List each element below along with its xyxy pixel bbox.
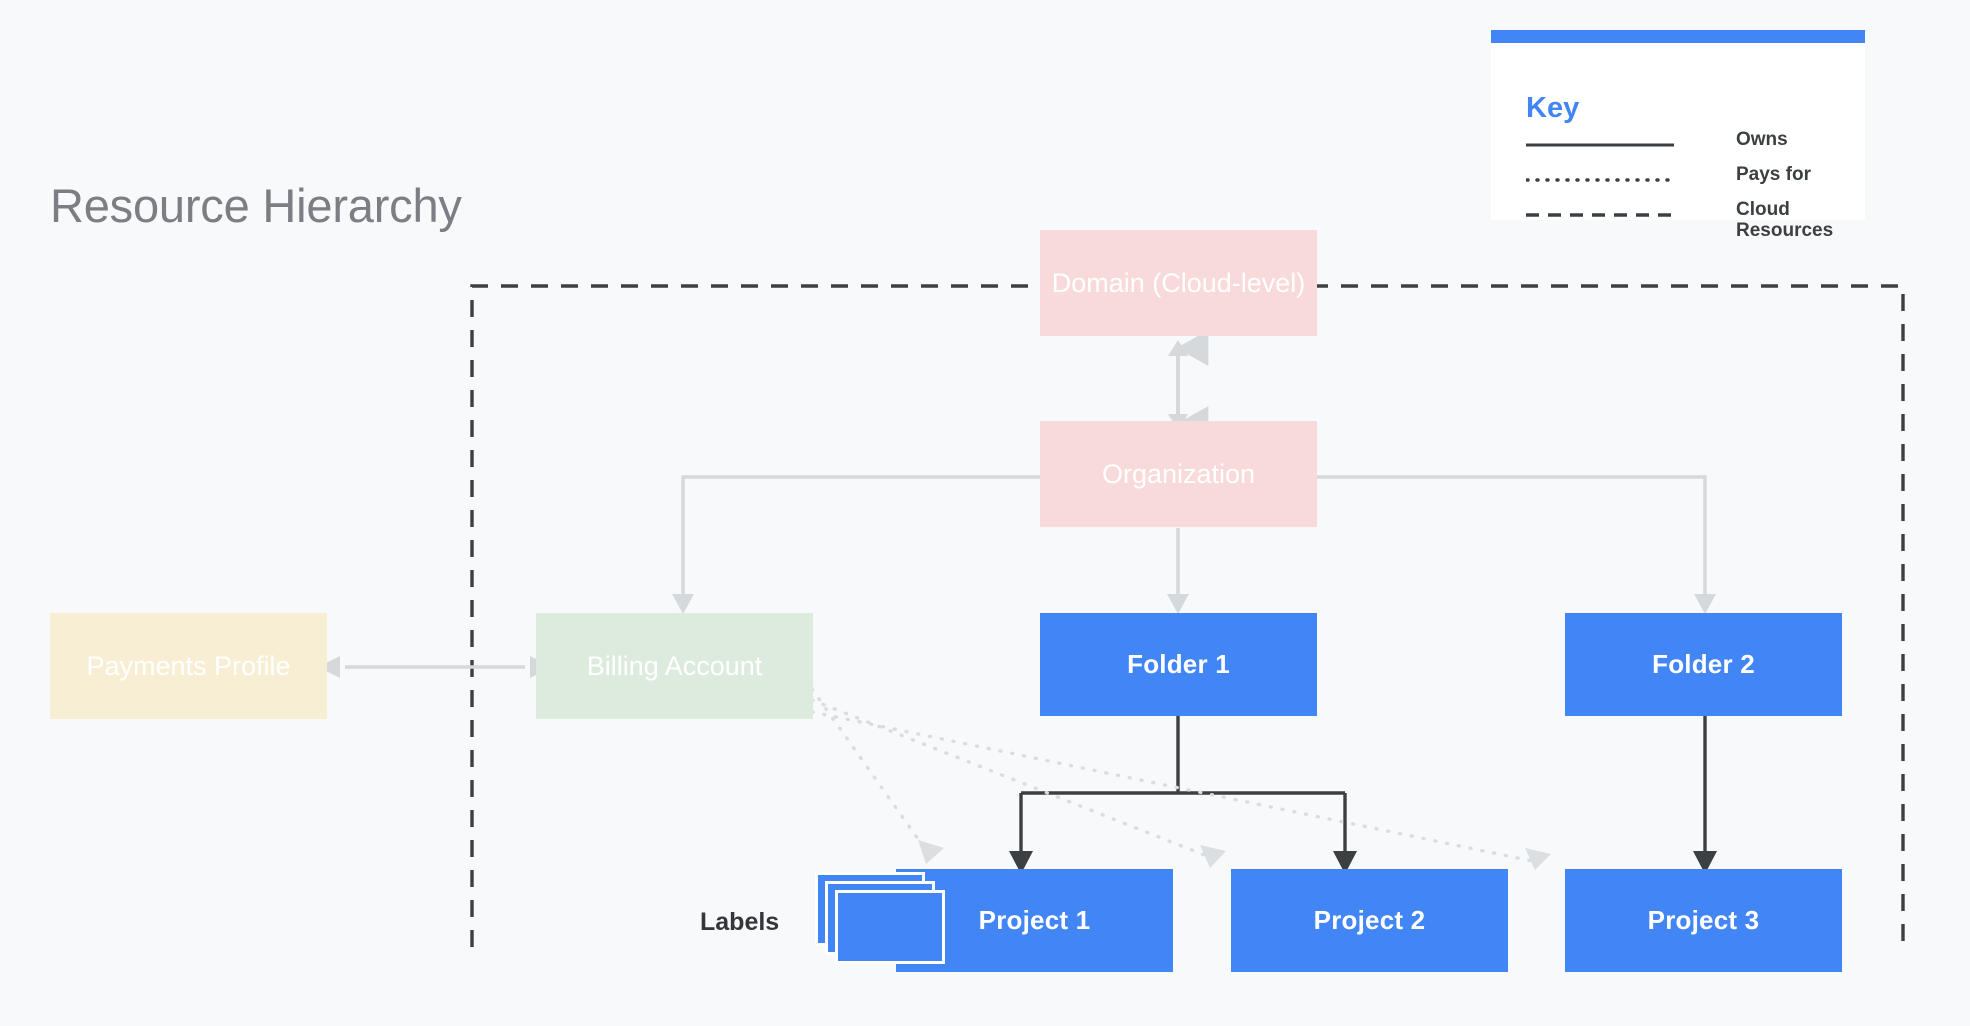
key-label-cloud-resources: Cloud Resources bbox=[1736, 199, 1834, 241]
edge-payments-billing bbox=[318, 656, 552, 678]
node-project-3[interactable]: Project 3 bbox=[1565, 869, 1842, 972]
solid-line-icon bbox=[1526, 142, 1674, 147]
page-title: Resource Hierarchy bbox=[50, 179, 462, 232]
edge-domain-organization bbox=[1168, 330, 1209, 442]
node-billing-account[interactable]: Billing Account bbox=[536, 613, 813, 719]
key-label-owns: Owns bbox=[1736, 129, 1788, 150]
dotted-line-icon bbox=[1526, 177, 1674, 182]
cloud-resources-boundary bbox=[470, 284, 1905, 947]
edge-folder1-projects bbox=[1009, 716, 1357, 874]
node-project-2[interactable]: Project 2 bbox=[1231, 869, 1508, 972]
label-card-front bbox=[835, 890, 945, 964]
edge-folder2-project3 bbox=[1693, 716, 1717, 874]
key-row-owns: Owns bbox=[1526, 129, 1846, 169]
node-payments-profile[interactable]: Payments Profile bbox=[50, 613, 327, 719]
edge-billing-arrowheads bbox=[918, 840, 1551, 870]
key-legend: Key Owns Pays for bbox=[1491, 30, 1865, 241]
node-organization-label: Organization bbox=[1101, 458, 1256, 489]
node-folder-2[interactable]: Folder 2 bbox=[1565, 613, 1842, 716]
stacked-cards-icon[interactable] bbox=[815, 872, 945, 967]
key-rows: Owns Pays for Cloud Resources bbox=[1526, 129, 1846, 256]
node-domain[interactable]: Domain (Cloud-level) bbox=[1040, 230, 1317, 336]
key-row-pays-for: Pays for bbox=[1526, 164, 1846, 204]
key-row-cloud-resources: Cloud Resources bbox=[1526, 199, 1846, 256]
node-folder-1-label: Folder 1 bbox=[1127, 648, 1230, 679]
key-label-pays-for: Pays for bbox=[1736, 164, 1811, 185]
labels-marker-text: Labels bbox=[700, 908, 780, 936]
node-folder-1[interactable]: Folder 1 bbox=[1040, 613, 1317, 716]
dashed-line-icon bbox=[1526, 212, 1674, 217]
node-payments-profile-label: Payments Profile bbox=[86, 650, 291, 681]
key-title: Key bbox=[1526, 92, 1580, 124]
edge-organization-folder2 bbox=[1317, 475, 1716, 614]
node-project-3-label: Project 3 bbox=[1647, 904, 1760, 935]
node-project-2-label: Project 2 bbox=[1313, 904, 1426, 935]
node-project-1-label: Project 1 bbox=[978, 904, 1091, 935]
node-organization[interactable]: Organization bbox=[1040, 421, 1317, 527]
node-billing-account-label: Billing Account bbox=[586, 650, 763, 681]
edge-organization-billing bbox=[672, 475, 1040, 614]
node-domain-label: Domain (Cloud-level) bbox=[1051, 267, 1306, 298]
edge-billing-pays-projects bbox=[810, 687, 1539, 864]
key-accent-bar bbox=[1491, 30, 1865, 43]
edge-organization-folder1 bbox=[1167, 528, 1189, 614]
node-folder-2-label: Folder 2 bbox=[1652, 648, 1755, 679]
